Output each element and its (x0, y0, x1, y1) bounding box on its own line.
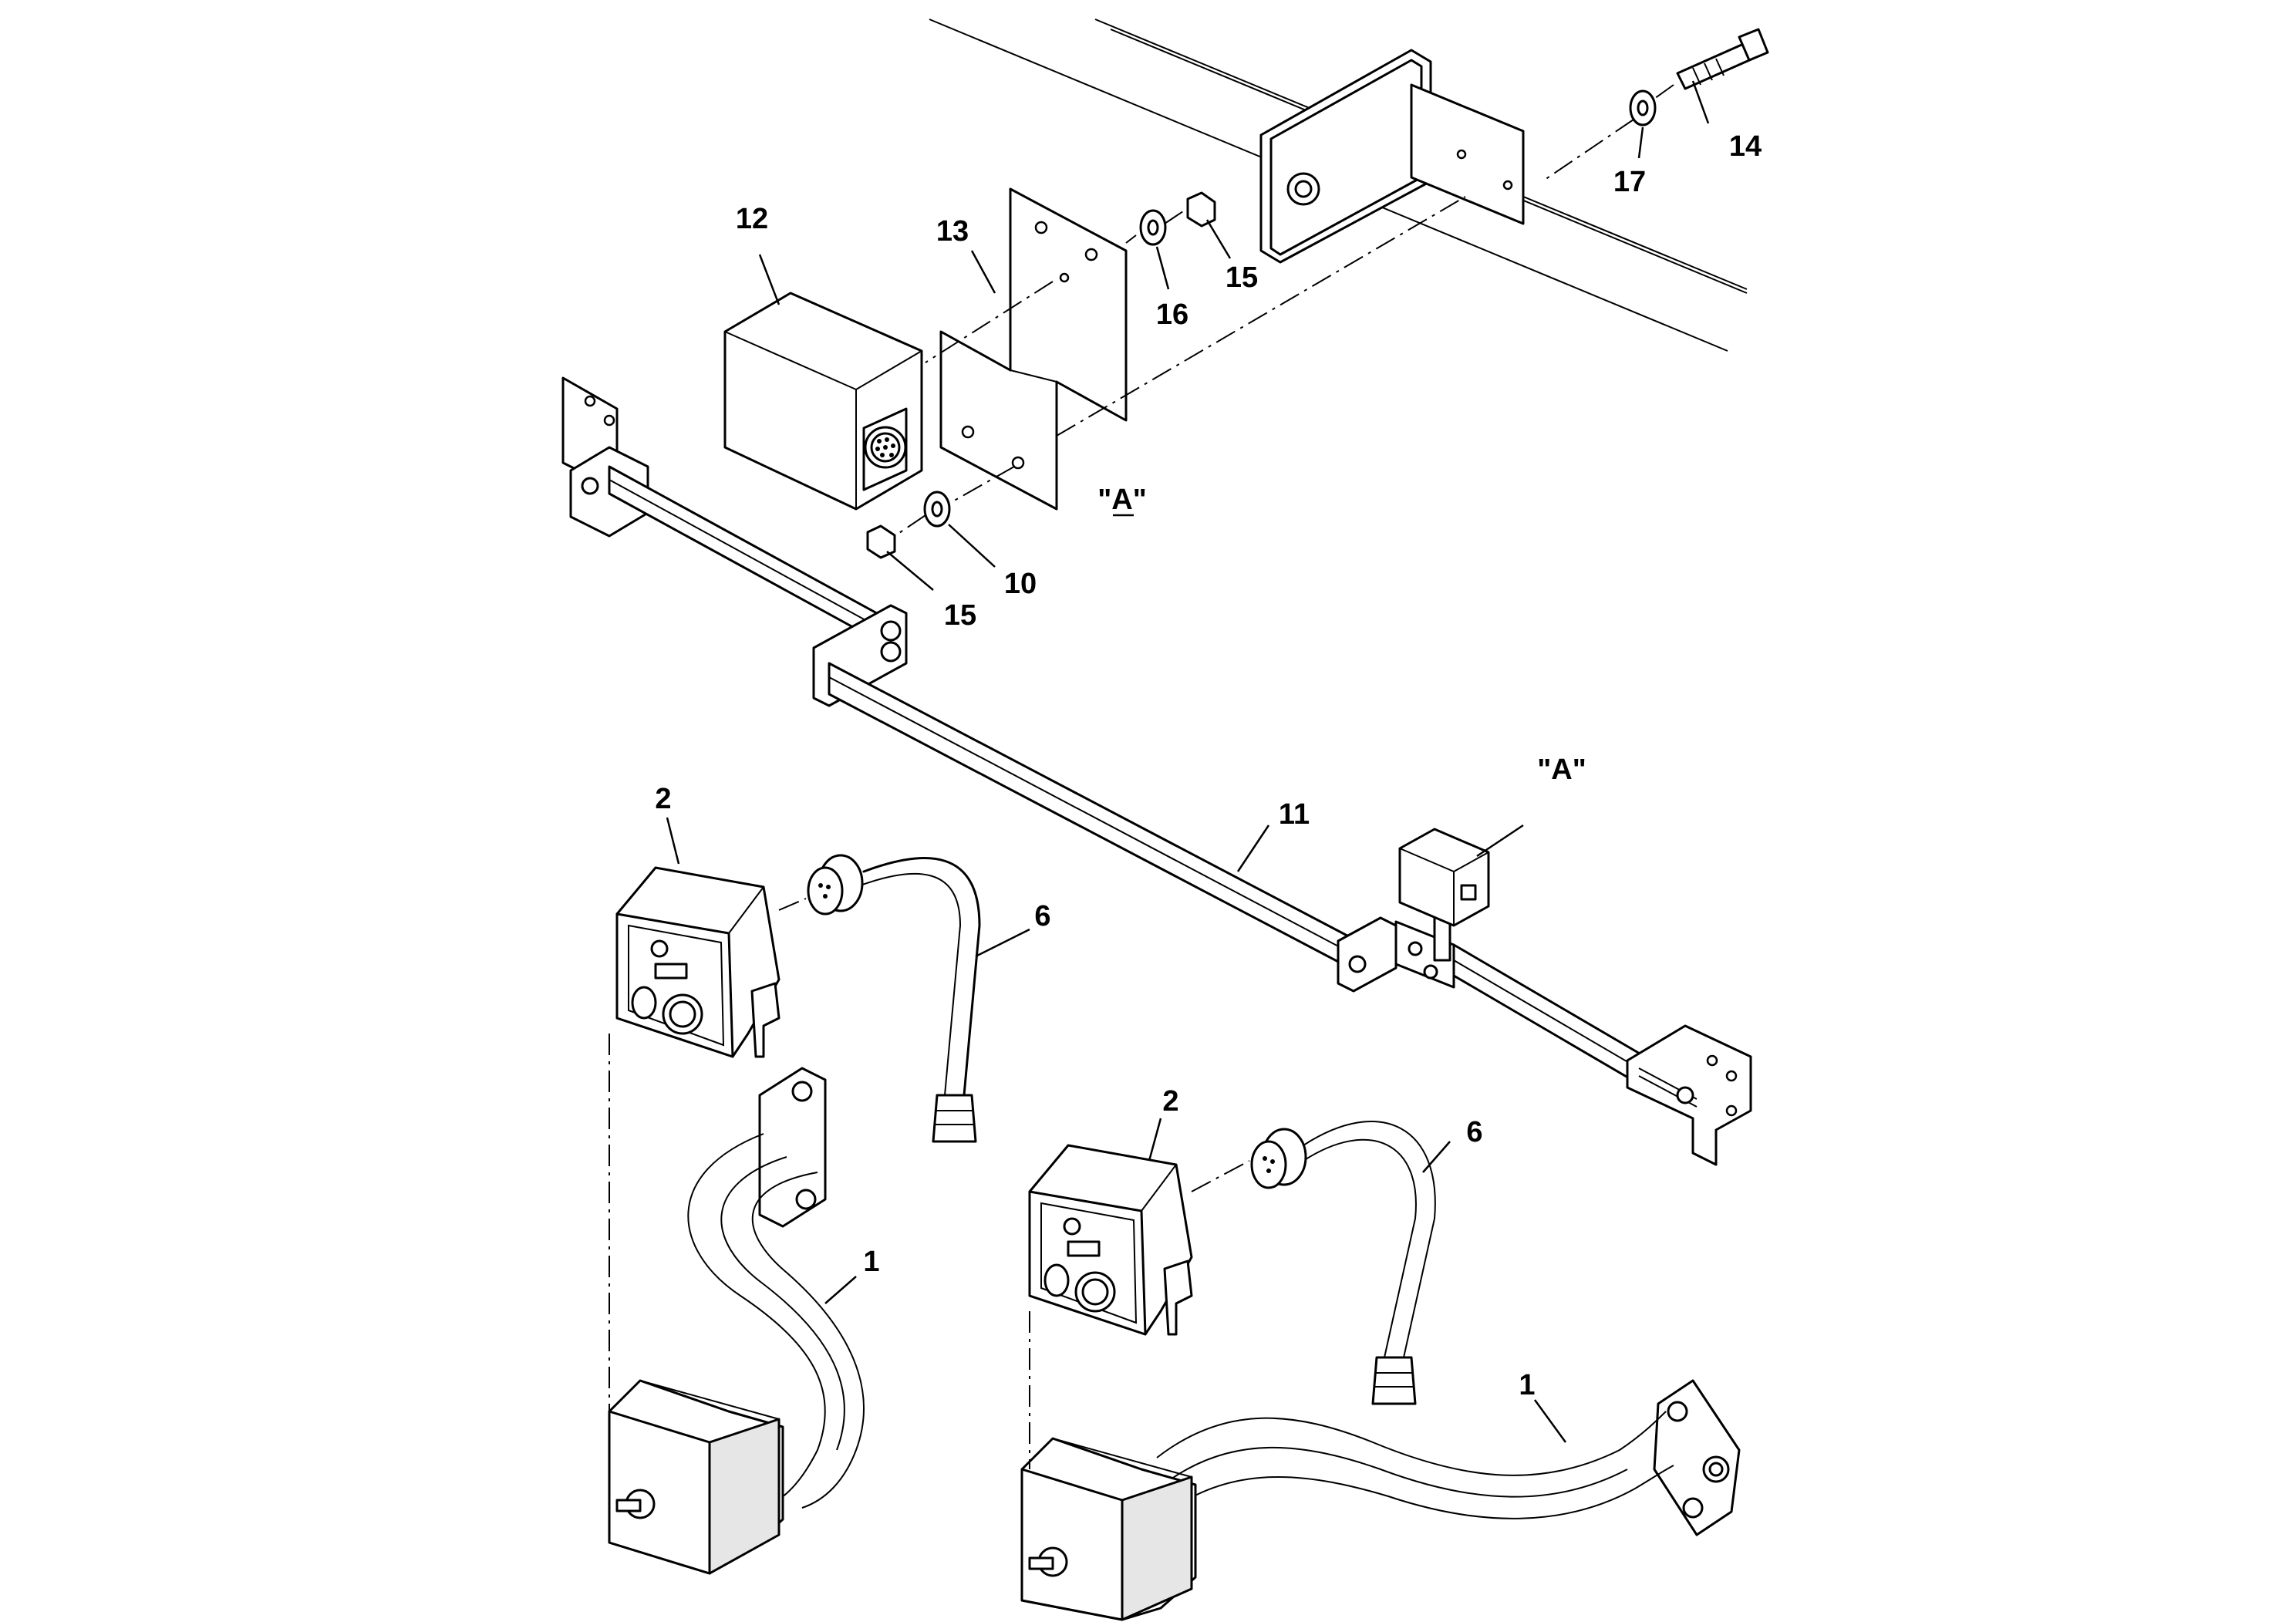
rail-11 (561, 376, 1752, 1166)
washer-17 (1629, 89, 1657, 126)
callout-16: 16 (1156, 298, 1188, 331)
view-label-a-ref: "A" (1537, 754, 1586, 786)
callout-15-bottom: 15 (944, 599, 976, 632)
washer-16 (1139, 209, 1167, 246)
bolt-14 (1676, 28, 1769, 90)
nut-15-bottom (866, 524, 896, 559)
callout-1-left: 1 (863, 1246, 879, 1278)
harness-1-right (1020, 1379, 1741, 1621)
callout-13: 13 (936, 215, 969, 248)
callout-1-right: 1 (1519, 1369, 1535, 1401)
washer-10 (923, 491, 951, 528)
control-box-2-right (1028, 1144, 1193, 1336)
view-label-a-detail: "A" (1097, 484, 1146, 516)
cable-6-left (807, 854, 981, 1143)
callout-12: 12 (736, 203, 768, 235)
callout-11: 11 (1279, 798, 1310, 831)
callout-17: 17 (1613, 166, 1646, 198)
callout-2-left: 2 (655, 783, 671, 815)
detail-box-a (1398, 828, 1490, 927)
harness-1-left (608, 1067, 865, 1575)
nut-15-top (1186, 191, 1216, 228)
callout-6-left: 6 (1034, 900, 1050, 932)
junction-box-12 (723, 292, 923, 511)
callout-10: 10 (1004, 568, 1037, 600)
callout-6-right: 6 (1466, 1116, 1482, 1148)
cable-6-right (1250, 1121, 1436, 1405)
control-box-2-left (615, 866, 781, 1058)
callout-2-right: 2 (1162, 1085, 1178, 1118)
bracket-13 (939, 187, 1128, 511)
callout-14: 14 (1729, 130, 1762, 163)
frame-beam (929, 19, 1748, 352)
callout-15-top: 15 (1226, 261, 1258, 294)
